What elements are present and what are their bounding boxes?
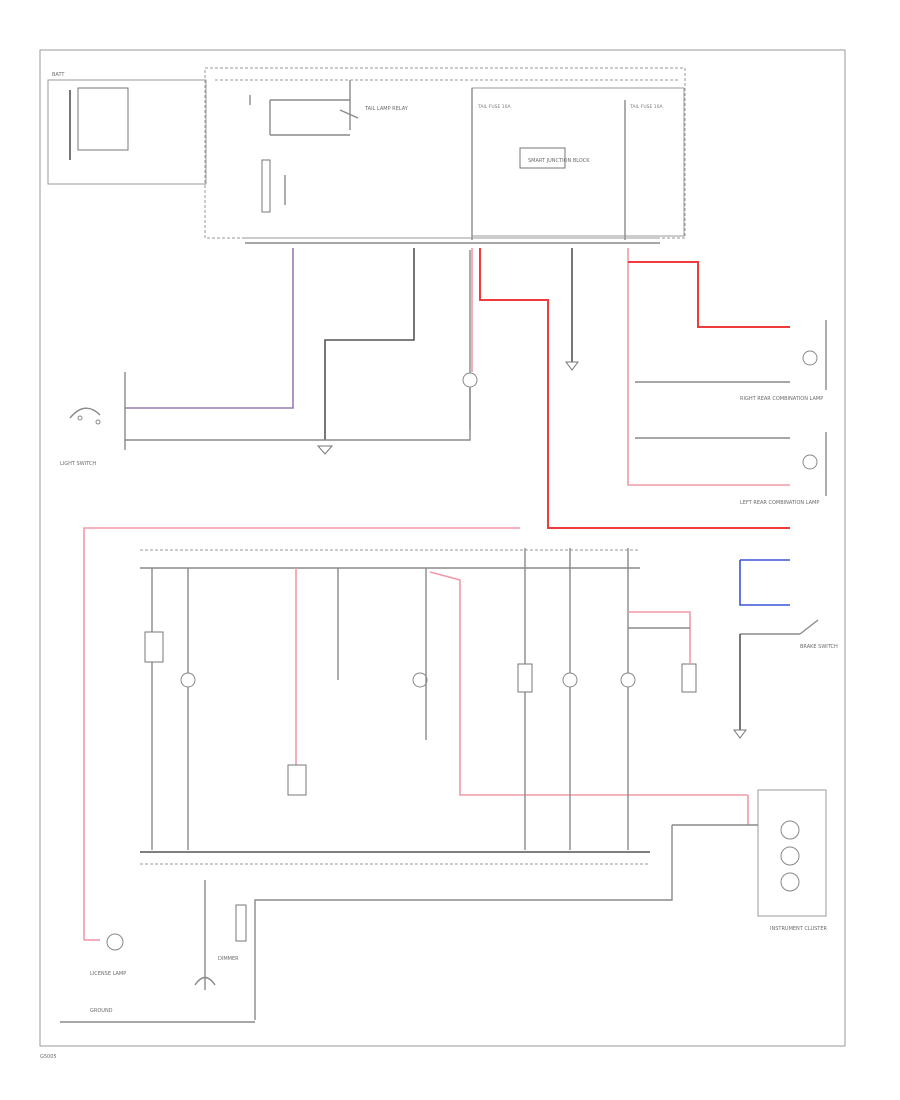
ground-marker	[565, 361, 579, 371]
center-lamp	[462, 372, 478, 388]
lamp-group-right	[517, 548, 697, 850]
license-lamp-label: LICENSE LAMP	[90, 971, 126, 977]
light-switch-label: LIGHT SWITCH	[60, 461, 96, 467]
dimmer-switch: DIMMER	[194, 880, 247, 990]
ground-symbol	[316, 445, 334, 455]
fuse-block: BATT	[47, 72, 207, 185]
instrument-cluster: INSTRUMENT CLUSTER	[672, 789, 828, 932]
right-rear-label: RIGHT REAR COMBINATION LAMP	[740, 396, 823, 402]
ground-symbol-right	[733, 729, 747, 739]
brake-switch-label: BRAKE SWITCH	[800, 644, 838, 650]
light-switch: LIGHT SWITCH	[60, 372, 126, 467]
dark-wire	[324, 248, 415, 440]
tail-lamp-relay: TAIL LAMP RELAY	[204, 67, 686, 239]
diagram-frame	[39, 49, 846, 1047]
right-rear-lamp: RIGHT REAR COMBINATION LAMP	[635, 320, 827, 402]
bottom-return	[254, 825, 673, 1020]
tail-relay-label: TAIL LAMP RELAY	[364, 106, 409, 112]
pink-wire-left	[83, 527, 520, 940]
dimmer-label: DIMMER	[218, 956, 239, 962]
instrument-cluster-label: INSTRUMENT CLUSTER	[770, 926, 828, 932]
red-wire-main	[479, 248, 790, 529]
pink-wire-right	[627, 248, 790, 486]
pink-wire-center	[429, 571, 748, 796]
brake-switch: BRAKE SWITCH	[739, 559, 838, 730]
left-rear-label: LEFT REAR COMBINATION LAMP	[740, 500, 819, 506]
license-lamp: LICENSE LAMP	[84, 933, 126, 977]
smart-junction-label: SMART JUNCTION BLOCK	[528, 158, 590, 164]
tail-fuse-right-label: TAIL FUSE 10A	[629, 104, 663, 110]
purple-wire	[125, 248, 294, 409]
footer-code: G5005	[40, 1054, 57, 1060]
ground-label: GROUND	[90, 1008, 113, 1014]
tail-fuse-left-label: TAIL FUSE 10A	[477, 104, 511, 110]
red-wire-right	[628, 261, 790, 328]
splice-wire	[125, 250, 471, 441]
lamp-group-left	[144, 568, 428, 850]
smart-junction-block: TAIL FUSE 10A TAIL FUSE 10A SMART JUNCTI…	[471, 87, 685, 240]
fuse-block-label: BATT	[52, 72, 65, 78]
left-rear-lamp: LEFT REAR COMBINATION LAMP	[635, 432, 827, 506]
